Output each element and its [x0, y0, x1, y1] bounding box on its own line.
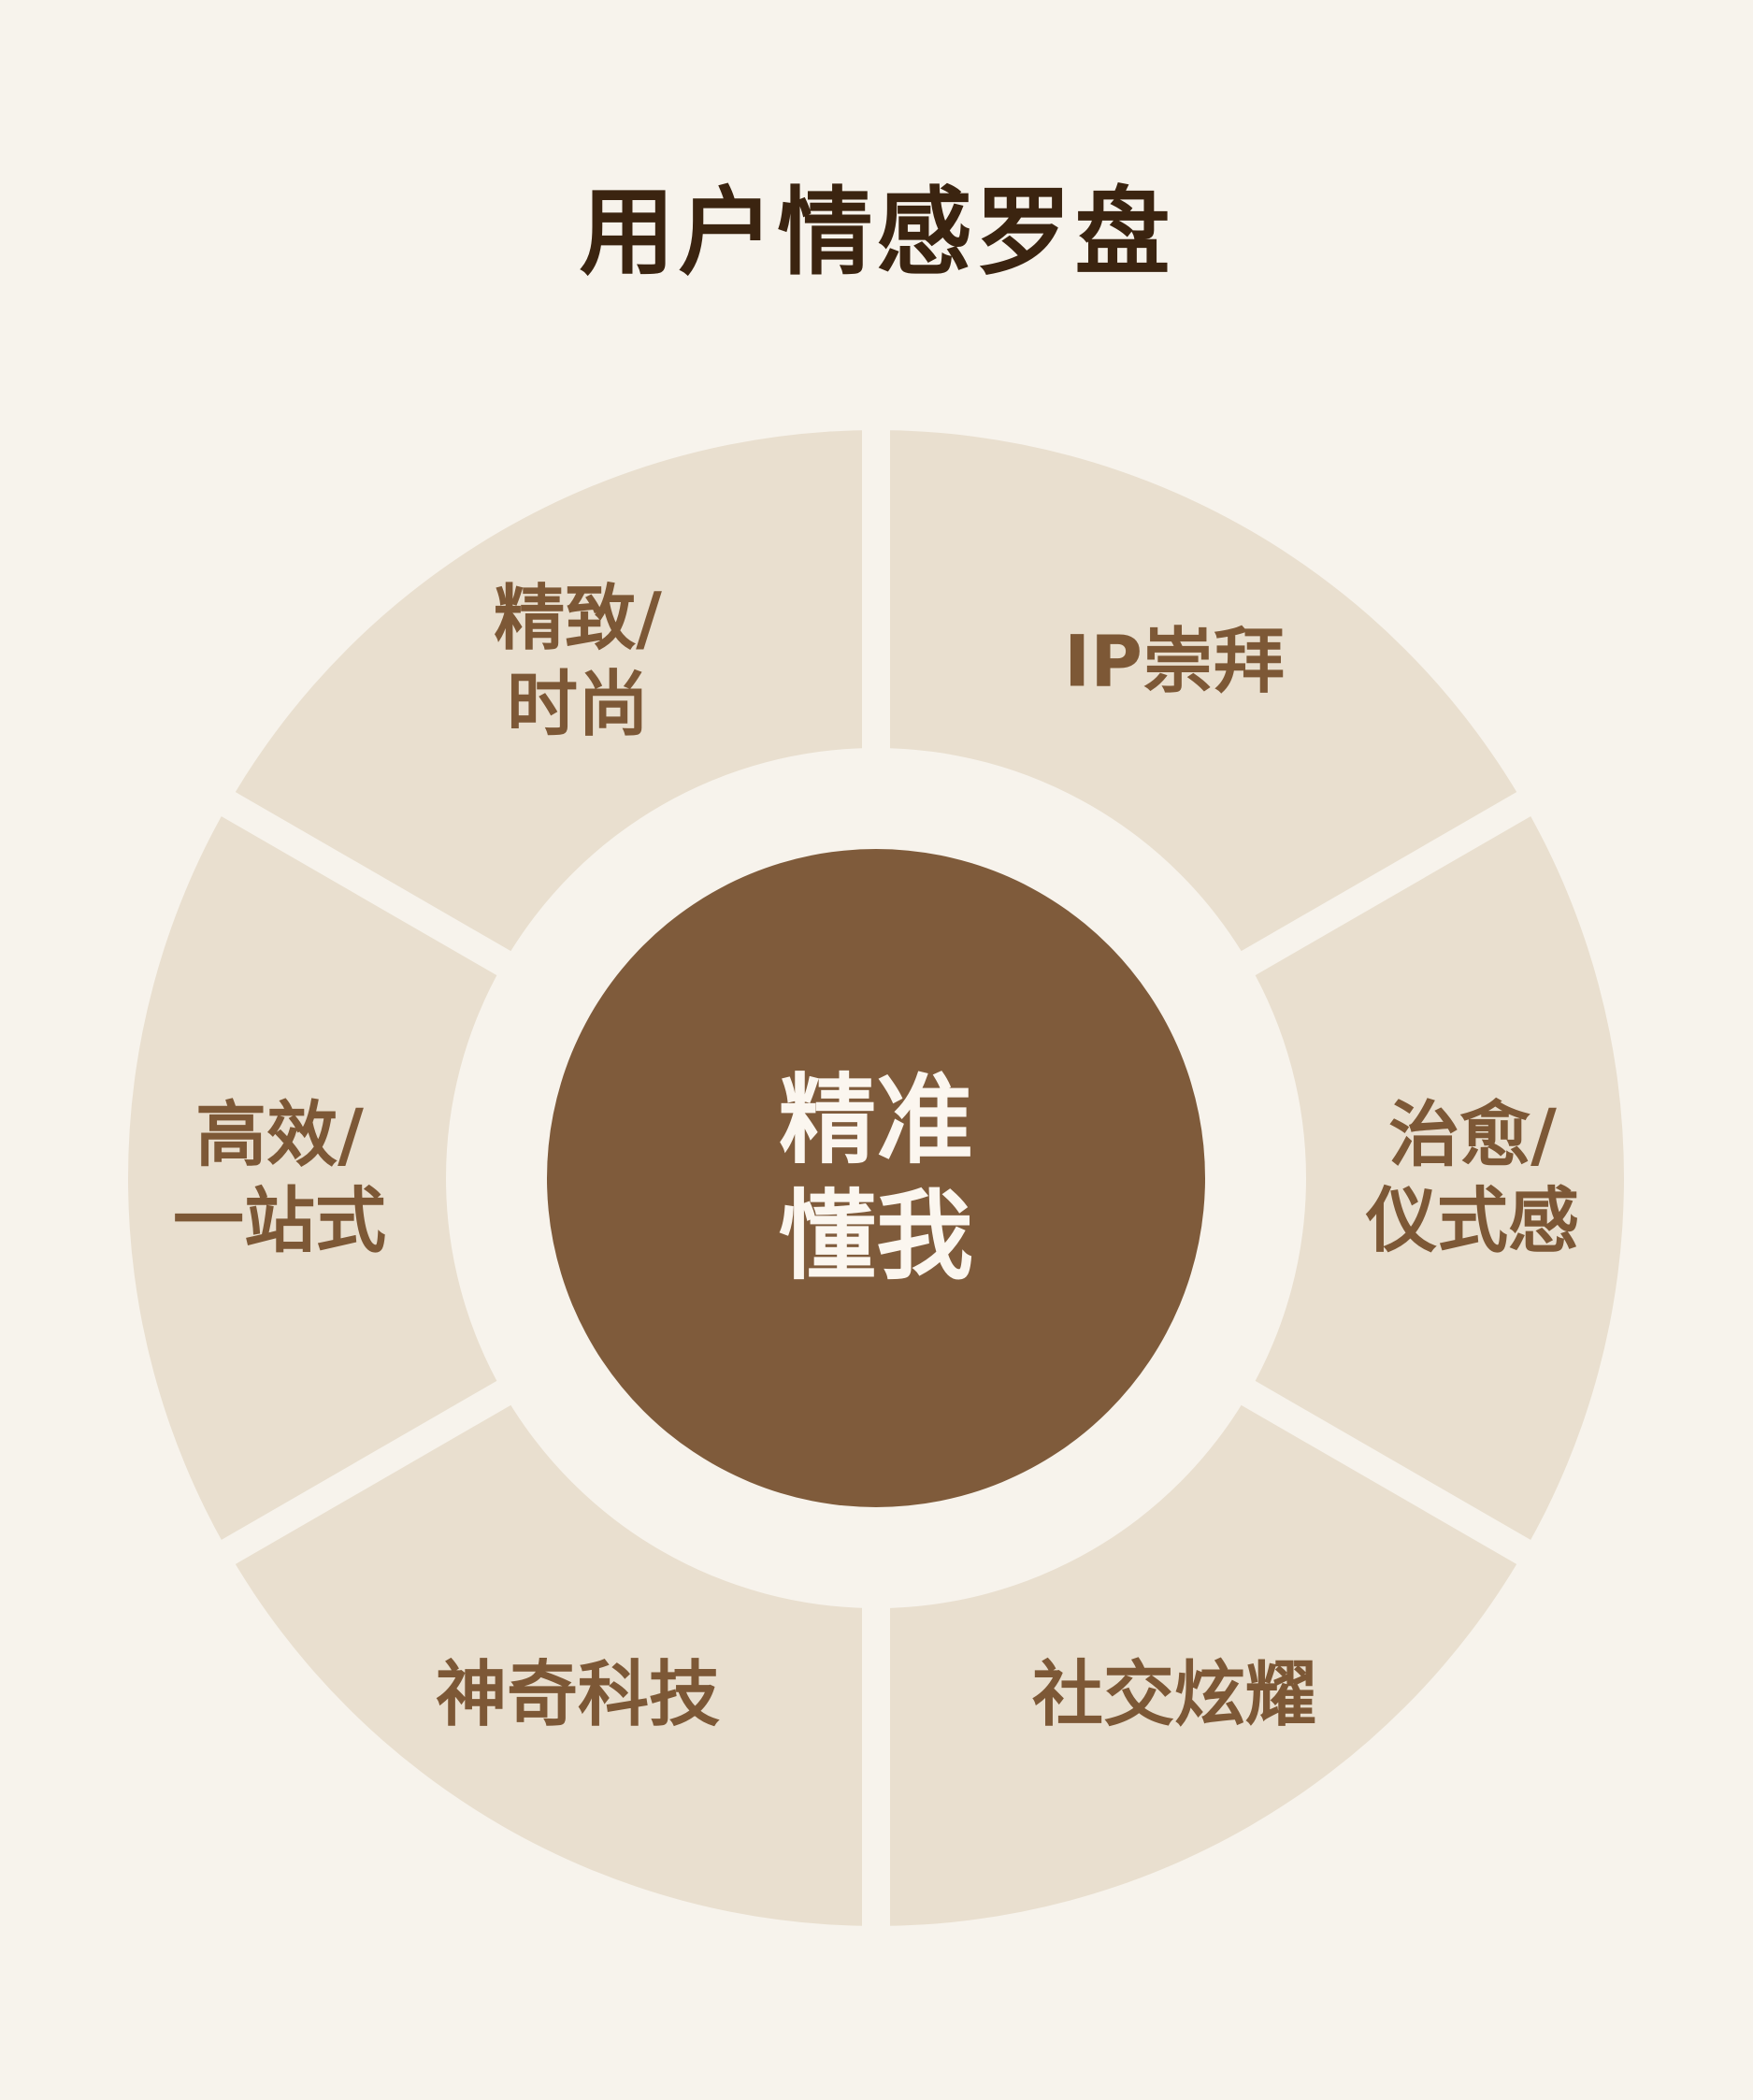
- hub-label-line: 懂我: [779, 1179, 973, 1293]
- segment-divider: [213, 1376, 519, 1569]
- segment-label: 治愈/仪式感: [1365, 1093, 1579, 1262]
- segment-label: 精致/时尚: [494, 576, 662, 745]
- segment-label: 社交炫耀: [1032, 1653, 1316, 1736]
- segment-group: [127, 421, 1624, 1935]
- segment-label-line: 一站式: [173, 1179, 386, 1262]
- segment-divider: [1233, 787, 1539, 980]
- segment-divider: [213, 787, 519, 980]
- segment-label-line: 精致/: [494, 576, 662, 659]
- compass-segment: [127, 804, 504, 1552]
- segment-label: IP崇拜: [1064, 619, 1285, 702]
- segment-label: 神奇科技: [436, 1653, 720, 1736]
- compass-segment: [1248, 804, 1624, 1552]
- segment-label-line: IP崇拜: [1064, 619, 1285, 702]
- diagram-title: 用户情感罗盘: [579, 178, 1174, 289]
- compass-segment: [876, 430, 1524, 963]
- segment-label: 高效/一站式: [173, 1093, 386, 1262]
- segment-label-line: 仪式感: [1365, 1179, 1579, 1262]
- segment-label-line: 治愈/: [1388, 1093, 1557, 1176]
- segment-label-line: 社交炫耀: [1032, 1653, 1316, 1736]
- segment-label-line: 神奇科技: [436, 1653, 720, 1736]
- hub-circle: [547, 849, 1205, 1507]
- segment-divider: [1233, 1376, 1539, 1569]
- compass-segment: [228, 429, 876, 963]
- segment-label-line: 高效/: [195, 1093, 364, 1176]
- compass-segment: [228, 1393, 876, 1926]
- hub-label: 精准懂我: [779, 1063, 973, 1293]
- hub-label-line: 精准: [779, 1063, 973, 1177]
- segment-label-line: 时尚: [507, 662, 649, 745]
- compass-segment: [876, 1393, 1524, 1926]
